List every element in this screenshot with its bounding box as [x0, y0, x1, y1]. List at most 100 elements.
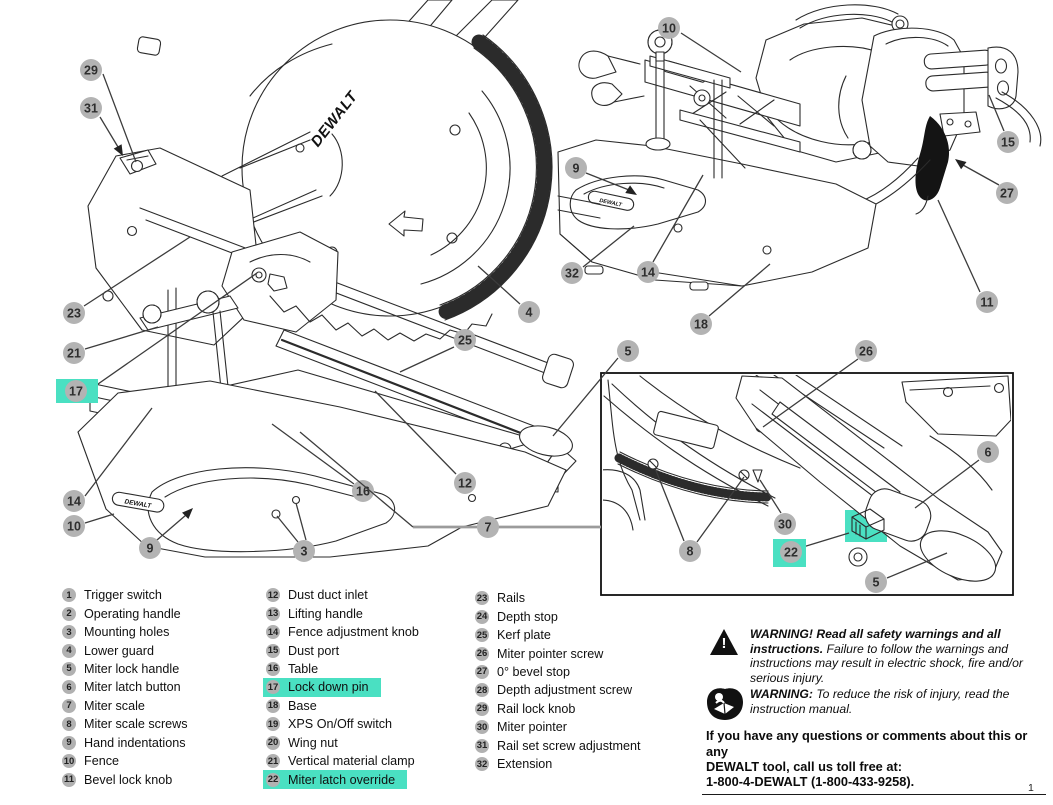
svg-text:10: 10 — [67, 519, 81, 533]
legend-number-badge: 13 — [266, 606, 280, 621]
legend-item-26: 26 Miter pointer screw — [475, 644, 640, 662]
legend-label: Dust duct inlet — [288, 588, 368, 603]
svg-text:DEWALT: DEWALT — [599, 198, 623, 209]
contact-info: If you have any questions or comments ab… — [706, 728, 1052, 789]
legend-number-badge: 14 — [266, 625, 280, 640]
callout-29: 29 — [80, 59, 137, 163]
legend-item-8: 8 Miter scale screws — [62, 715, 188, 733]
legend-number-badge: 6 — [62, 680, 76, 695]
warning-triangle-icon: ! — [708, 629, 742, 659]
svg-text:5: 5 — [625, 344, 632, 358]
legend-number-badge: 21 — [266, 754, 280, 769]
legend-number-badge: 3 — [62, 625, 76, 640]
svg-text:27: 27 — [1000, 186, 1014, 200]
legend-number-badge: 8 — [62, 717, 76, 732]
callout-27: 27 — [955, 159, 1018, 204]
legend-number-badge: 20 — [266, 735, 280, 750]
svg-text:18: 18 — [694, 317, 708, 331]
legend-label: 0° bevel stop — [497, 664, 570, 679]
legend-number-badge: 30 — [475, 720, 489, 735]
legend-number-badge: 12 — [266, 588, 280, 603]
callout-9: 9 — [565, 157, 637, 195]
exclamation-glyph: ! — [721, 635, 727, 652]
callout-8: 8 — [654, 467, 745, 562]
callout-30: 30 — [759, 479, 796, 535]
legend-label: Miter lock handle — [84, 661, 180, 676]
legend-label: Lock down pin — [288, 680, 369, 695]
legend-number-badge: 22 — [266, 772, 280, 787]
page-number: 1 — [1028, 782, 1034, 794]
legend-label: Fence — [84, 754, 120, 769]
callout-5: 5 — [552, 340, 639, 437]
legend-number-badge: 27 — [475, 664, 489, 679]
legend-number-badge: 32 — [475, 757, 489, 772]
svg-text:12: 12 — [458, 476, 472, 490]
svg-text:30: 30 — [778, 517, 792, 531]
svg-text:22: 22 — [784, 545, 798, 559]
legend-label: Fence adjustment knob — [288, 625, 419, 640]
legend-label: Miter pointer screw — [497, 646, 604, 661]
legend-label: Wing nut — [288, 735, 338, 750]
legend-number-badge: 29 — [475, 701, 489, 716]
safety-warnings-section: ! WARNING! Read all safety warnings and … — [706, 627, 1052, 790]
legend-number-badge: 1 — [62, 588, 76, 603]
legend-label: Mounting holes — [84, 625, 170, 640]
legend-number-badge: 31 — [475, 738, 489, 753]
legend-item-14: 14 Fence adjustment knob — [266, 623, 419, 641]
callout-17: 17 — [56, 272, 258, 403]
rear-saw-illustration: DEWALT DEWALT — [557, 4, 1042, 291]
callout-26: 26 — [762, 340, 877, 428]
footer-divider — [702, 794, 1046, 795]
contact-line-1: If you have any questions or comments ab… — [706, 728, 1028, 759]
callout-9: 9 — [139, 508, 193, 559]
legend-label: Rails — [497, 591, 525, 606]
callout-7: 7 — [299, 431, 601, 538]
svg-text:9: 9 — [573, 161, 580, 175]
legend-number-badge: 5 — [62, 661, 76, 676]
legend-number-badge: 15 — [266, 643, 280, 658]
callout-6: 6 — [914, 441, 999, 509]
legend-label: Miter scale — [84, 698, 145, 713]
svg-text:DEWALT: DEWALT — [124, 498, 153, 510]
legend-number-badge: 23 — [475, 591, 489, 606]
svg-text:4: 4 — [526, 305, 533, 319]
legend-label: Miter scale screws — [84, 717, 188, 732]
legend-item-20: 20 Wing nut — [266, 734, 419, 752]
legend-number-badge: 25 — [475, 628, 489, 643]
callout-5: 5 — [865, 552, 948, 593]
callout-10: 10 — [63, 513, 115, 537]
legend-label: Base — [288, 698, 317, 713]
svg-text:16: 16 — [356, 484, 370, 498]
callout-22: 22 — [773, 532, 850, 567]
callout-14: 14 — [637, 174, 704, 283]
callout-14: 14 — [63, 407, 153, 512]
callout-15: 15 — [988, 94, 1019, 153]
legend-label: Hand indentations — [84, 735, 186, 750]
svg-text:21: 21 — [67, 346, 81, 360]
svg-text:26: 26 — [859, 344, 873, 358]
legend-number-badge: 26 — [475, 646, 489, 661]
general-warning-text: WARNING! Read all safety warnings and al… — [750, 627, 1050, 685]
contact-phone: 1-800-4-DEWALT (1-800-433-9258). — [706, 774, 915, 790]
legend-item-5: 5 Miter lock handle — [62, 660, 188, 678]
warning-body: Failure to follow the warnings and instr… — [750, 641, 1023, 685]
callout-10: 10 — [658, 17, 742, 73]
legend-item-23: 23 Rails — [475, 589, 640, 607]
legend-number-badge: 9 — [62, 735, 76, 750]
legend-item-3: 3 Mounting holes — [62, 623, 188, 641]
warning-bold-lead: WARNING! Read all safety warnings and al… — [750, 627, 1001, 656]
callout-31: 31 — [80, 97, 123, 156]
